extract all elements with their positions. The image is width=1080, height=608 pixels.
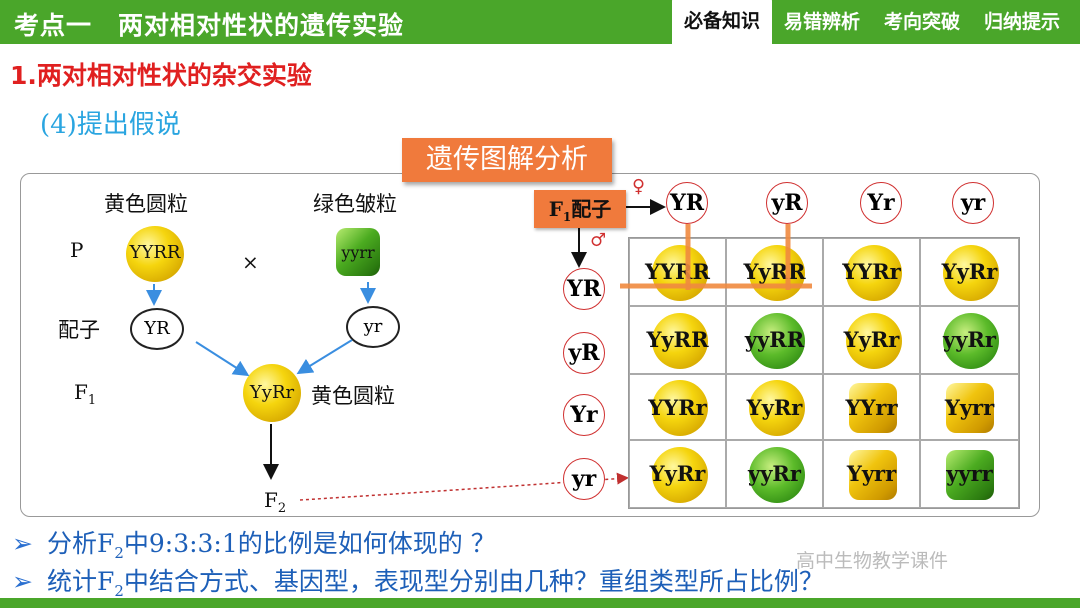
female-gamete-yr: yr	[952, 182, 994, 224]
f1-genotype: YyRr	[249, 382, 295, 403]
punnett-cell: YYRr	[823, 238, 920, 306]
punnett-cell: YyRr	[629, 440, 726, 508]
punnett-cell: yyRr	[920, 306, 1019, 374]
tab-essential-knowledge[interactable]: 必备知识	[671, 0, 772, 44]
pea-icon	[946, 450, 994, 500]
parent1-genotype: YYRR	[129, 242, 181, 263]
f1-phenotype: 黄色圆粒	[311, 384, 395, 408]
section-subheading: (4)提出假说	[40, 110, 181, 140]
female-gamete-yR: yR	[766, 182, 808, 224]
cross-symbol: ×	[242, 250, 259, 274]
gamete-YR: YR	[130, 308, 184, 350]
pea-icon	[846, 245, 902, 301]
punnett-cell: YyRR	[629, 306, 726, 374]
male-gamete-Yr: Yr	[563, 394, 605, 436]
punnett-cell: yyrr	[920, 440, 1019, 508]
question-1: ➢分析F2中9:3:3:1的比例是如何体现的 ？	[12, 529, 496, 562]
section-heading: 1.两对相对性状的杂交实验	[10, 61, 312, 90]
punnett-cell: YyRR	[726, 238, 823, 306]
punnett-cell: YYrr	[823, 374, 920, 440]
male-symbol: ♂	[590, 230, 607, 251]
bullet-arrow-icon: ➢	[12, 567, 33, 596]
tab-summary-tips[interactable]: 归纳提示	[983, 11, 1060, 33]
analysis-banner: 遗传图解分析	[402, 138, 612, 182]
punnett-cell: YyRr	[726, 374, 823, 440]
page-title: 考点一 两对相对性状的遗传实验	[14, 11, 405, 40]
punnett-cell: YyRr	[823, 306, 920, 374]
pea-icon	[652, 245, 708, 301]
punnett-cell: Yyrr	[920, 374, 1019, 440]
pea-icon	[849, 383, 897, 433]
female-gamete-Yr: Yr	[860, 182, 902, 224]
female-gamete-YR: YR	[666, 182, 708, 224]
punnett-cell: YyRr	[920, 238, 1019, 306]
pea-icon	[652, 380, 708, 436]
punnett-grid: YYRR YyRR YYRr YyRr YyRR yyRR YyRr yyRr …	[628, 237, 1020, 509]
male-gamete-YR: YR	[563, 268, 605, 310]
pea-icon	[652, 447, 708, 503]
pea-icon	[946, 383, 994, 433]
male-gamete-yR: yR	[563, 332, 605, 374]
watermark: 高中生物教学课件	[796, 550, 949, 572]
tab-error-analysis[interactable]: 易错辨析	[783, 11, 860, 33]
pea-icon	[749, 380, 805, 436]
bullet-arrow-icon: ➢	[12, 529, 33, 558]
bottom-bar	[0, 598, 1080, 608]
punnett-cell: yyRr	[726, 440, 823, 508]
parent1-pea: YYRR	[126, 226, 184, 282]
pea-icon	[943, 313, 999, 369]
f2-label: F2	[264, 488, 287, 516]
pea-icon	[749, 313, 805, 369]
f1-label: F1	[74, 380, 97, 408]
question-2: ➢统计F2中结合方式、基因型，表现型分别由几种？重组类型所占比例？	[12, 567, 824, 600]
gamete-label: 配子	[58, 318, 100, 342]
f1-pea: YyRr	[243, 364, 301, 422]
parent2-pea: yyrr	[336, 228, 380, 276]
p-generation-label: P	[70, 238, 84, 262]
punnett-cell: YYRr	[629, 374, 726, 440]
top-bar: 考点一 两对相对性状的遗传实验 必备知识 易错辨析 考向突破 归纳提示	[0, 0, 1080, 44]
pea-icon	[943, 245, 999, 301]
gamete-yr: yr	[346, 306, 400, 348]
tab-bar: 必备知识 易错辨析 考向突破 归纳提示	[671, 0, 1072, 44]
parent2-genotype: yyrr	[341, 243, 375, 262]
parent2-phenotype: 绿色皱粒	[313, 192, 397, 216]
punnett-cell: Yyrr	[823, 440, 920, 508]
pea-icon	[849, 450, 897, 500]
punnett-cell: YYRR	[629, 238, 726, 306]
male-gamete-yr: yr	[563, 458, 605, 500]
pea-icon	[652, 313, 708, 369]
female-symbol: ♀	[632, 176, 646, 197]
punnett-cell: yyRR	[726, 306, 823, 374]
parent1-phenotype: 黄色圆粒	[104, 192, 188, 216]
f1-gamete-box: F1配子	[534, 190, 626, 228]
pea-icon	[749, 245, 805, 301]
pea-icon	[749, 447, 805, 503]
tab-exam-direction[interactable]: 考向突破	[883, 11, 960, 33]
pea-icon	[846, 313, 902, 369]
